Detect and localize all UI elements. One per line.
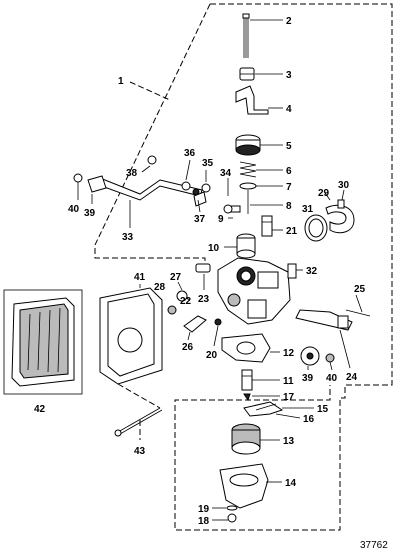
part-jet [241,369,253,391]
figure-reference-number: 37762 [360,540,388,551]
part-carburetor-body [217,257,291,325]
callout-40: 40 [68,204,80,215]
part-filter-screw [114,407,163,437]
callout-4: 4 [286,104,292,115]
part-screw [242,13,250,58]
part-nut [239,67,255,81]
callout-11: 11 [283,376,294,387]
callout-37: 37 [194,214,206,225]
callout-14: 14 [285,478,297,489]
part-float-arm [243,401,284,417]
callout-36: 36 [184,148,196,159]
callout-2: 2 [286,16,292,27]
callout-42: 42 [34,404,46,415]
callout-9: 9 [218,214,224,225]
callout-41: 41 [134,272,146,283]
leader-1 [129,81,171,101]
callout-27: 27 [170,272,182,283]
assembly-outline [174,3,393,531]
part-air-filter [11,297,75,387]
part-fitting-right [287,263,297,279]
callout-39: 39 [84,208,96,219]
callout-18: 18 [198,516,210,527]
callout-12: 12 [283,348,295,359]
callout-30: 30 [338,180,350,191]
part-cap [235,134,261,156]
part-throttle-arm [295,309,371,331]
callout-6: 6 [286,166,292,177]
callout-35: 35 [202,158,214,169]
assembly-outline-left [94,3,211,265]
callout-7: 7 [286,182,292,193]
callout-17: 17 [283,392,295,403]
callout-3: 3 [286,70,292,81]
callout-15: 15 [317,404,329,415]
callout-25: 25 [354,284,366,295]
callout-32: 32 [306,266,318,277]
callout-39-right: 39 [302,373,314,384]
callout-19: 19 [198,504,210,515]
callout-16: 16 [303,414,315,425]
part-washer [239,182,257,190]
filter-detail-box [3,289,83,395]
part-float [231,423,261,455]
part-float-bowl [219,463,269,509]
callout-24: 24 [346,372,358,383]
callout-43: 43 [134,446,146,457]
callout-38: 38 [126,168,138,179]
part-fitting [261,215,273,237]
part-filter-gasket [99,287,163,385]
callout-28: 28 [154,282,166,293]
callout-8: 8 [286,201,292,212]
callout-33: 33 [122,232,134,243]
part-bracket [235,85,269,115]
part-throttle-slide [236,233,256,259]
callout-5: 5 [286,141,292,152]
callout-22: 22 [180,296,192,307]
callout-13: 13 [283,436,295,447]
part-gasket [221,333,271,363]
part-pin [243,393,251,402]
callout-1: 1 [118,76,124,87]
callout-10: 10 [208,243,220,254]
callout-23: 23 [198,294,210,305]
callout-21: 21 [286,226,298,237]
callout-20: 20 [206,350,218,361]
callout-26: 26 [182,342,194,353]
part-spring [239,161,257,178]
part-clamp [325,199,355,234]
callout-34: 34 [220,168,232,179]
callout-31: 31 [302,204,314,215]
callout-29: 29 [318,188,330,199]
part-screw-small [223,204,241,214]
callout-40-right: 40 [326,373,338,384]
